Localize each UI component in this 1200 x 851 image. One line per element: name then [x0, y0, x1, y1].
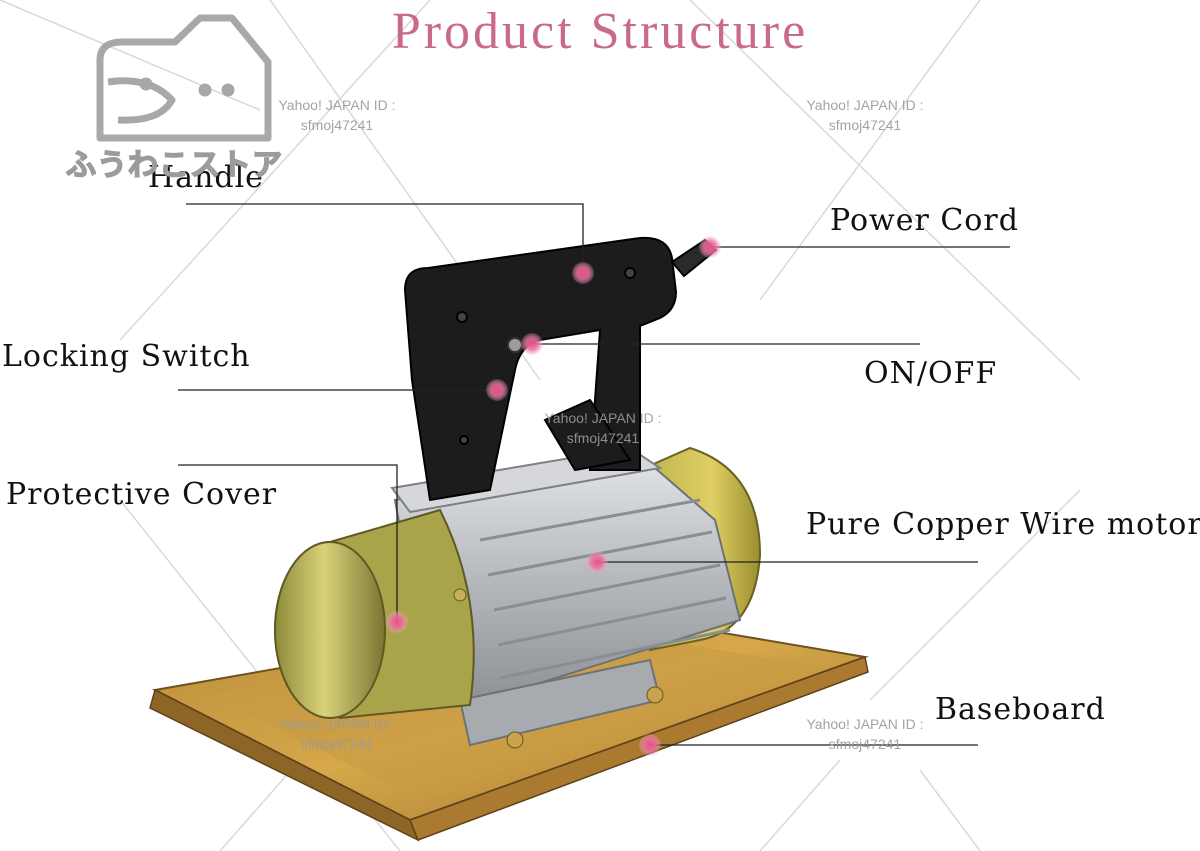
motor-assembly: [274, 446, 762, 749]
label-motor: Pure Copper Wire motor: [806, 507, 1200, 542]
marker-locking-switch: [486, 379, 508, 401]
diagram-title: Product Structure: [391, 3, 809, 60]
callout-markers: [386, 236, 721, 756]
label-power-cord: Power Cord: [830, 203, 1019, 238]
label-protective-cover: Protective Cover: [6, 477, 278, 512]
leader-line-protective-cover: [178, 464, 398, 622]
marker-handle: [572, 262, 594, 284]
label-baseboard: Baseboard: [935, 692, 1106, 727]
label-on-off: ON/OFF: [864, 356, 998, 391]
watermark-text: Yahoo! JAPAN ID :sfmoj47241: [278, 716, 396, 752]
watermark-text: Yahoo! JAPAN ID :sfmoj47241: [806, 97, 924, 133]
handle-grip: [403, 236, 718, 502]
marker-protective-cover: [386, 611, 408, 633]
marker-on-off: [521, 333, 543, 355]
watermark-store-name: ふうわこストア: [65, 147, 283, 184]
watermark-text: Yahoo! JAPAN ID :sfmoj47241: [544, 410, 662, 446]
marker-baseboard: [639, 734, 661, 756]
marker-power-cord: [699, 236, 721, 258]
watermark-text: Yahoo! JAPAN ID :sfmoj47241: [278, 97, 396, 133]
leader-line-handle: [186, 203, 584, 270]
watermark-logo-icon: [96, 14, 272, 142]
leader-lines: [178, 203, 1010, 746]
label-locking-switch: Locking Switch: [2, 339, 251, 374]
marker-motor: [586, 551, 608, 573]
label-handle: Handle: [148, 160, 264, 195]
watermark-text: Yahoo! JAPAN ID :sfmoj47241: [806, 716, 924, 752]
